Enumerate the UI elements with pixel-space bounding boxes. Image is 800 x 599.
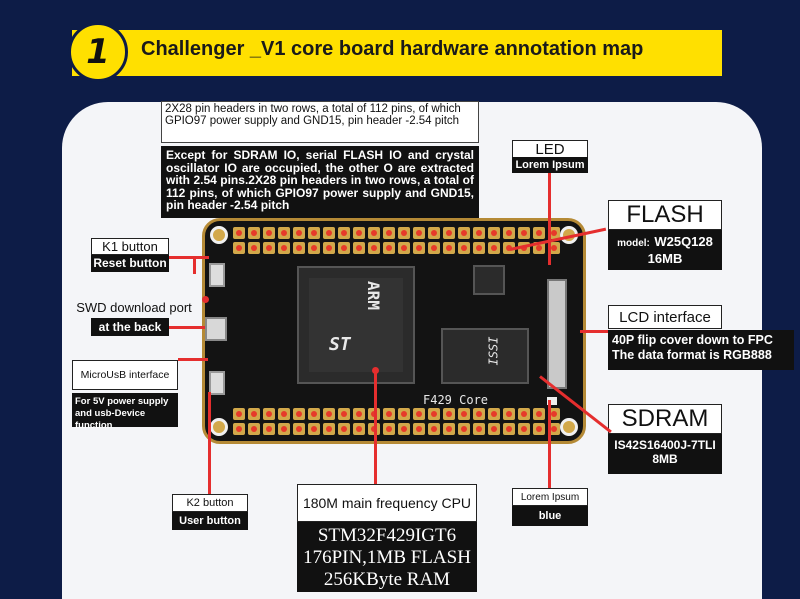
micro-usb-pointer — [178, 358, 208, 361]
led-title: LED — [512, 140, 588, 158]
top-header-row-2 — [233, 242, 560, 254]
flash-model-prefix: model: — [617, 238, 650, 249]
core-board: ARM ST ISSI F429 Core — [202, 218, 586, 444]
cpu-title: 180M main frequency CPU — [297, 484, 477, 522]
cpu-chip: ARM ST — [297, 266, 415, 384]
board-silk-name: F429 Core — [423, 393, 489, 407]
cpu-line1: STM32F429IGT6 — [317, 525, 457, 546]
st-logo: ST — [329, 334, 351, 355]
bottom-header-row-1 — [233, 408, 560, 420]
lcd-details: 40P flip cover down to FPC The data form… — [608, 330, 794, 370]
pin-header-title: 2X28 pin headers in two rows, a total of… — [161, 101, 479, 143]
flash-chip — [473, 265, 505, 295]
lcd-title: LCD interface — [608, 305, 722, 329]
blue-led-component — [547, 397, 557, 405]
k1-switch[interactable] — [209, 263, 225, 287]
mount-hole — [210, 226, 228, 244]
k2-pointer — [208, 392, 211, 494]
mount-hole — [210, 418, 228, 436]
sdram-brand: ISSI — [486, 336, 501, 366]
k1-pointer-v — [193, 256, 196, 274]
fpc-connector — [547, 279, 567, 389]
sdram-title: SDRAM — [608, 404, 722, 434]
k2-switch[interactable] — [209, 371, 225, 395]
title-banner — [72, 30, 722, 76]
sdram-chip: ISSI — [441, 328, 529, 384]
k1-subtitle: Reset button — [91, 255, 169, 272]
cpu-pointer — [374, 370, 377, 484]
micro-usb-port[interactable] — [205, 317, 227, 341]
k2-title: K2 button — [172, 494, 248, 512]
bottom-header-row-2 — [233, 423, 560, 435]
sdram-details: IS42S16400J-7TLI 8MB — [608, 434, 722, 474]
cpu-line2: 176PIN,1MB FLASH — [303, 547, 471, 568]
swd-pointer — [169, 326, 205, 329]
blue-led-pointer — [548, 400, 551, 488]
step-number: 1 — [86, 32, 110, 72]
blue-led-subtitle: blue — [512, 506, 588, 526]
sdram-model: IS42S16400J-7TLI — [614, 438, 716, 452]
k1-title: K1 button — [91, 238, 169, 255]
sdram-size: 8MB — [652, 452, 678, 466]
flash-model: W25Q128 — [654, 234, 713, 249]
cpu-brand: ARM — [363, 281, 383, 310]
lcd-line2: The data format is RGB888 — [612, 348, 772, 362]
cpu-dot — [372, 367, 379, 374]
k1-pointer-h — [169, 256, 209, 259]
micro-usb-subtitle: For 5V power supply and usb-Device funct… — [72, 393, 178, 431]
swd-title: SWD download port — [76, 300, 192, 315]
cpu-line3: 256KByte RAM — [323, 569, 451, 590]
flash-title: FLASH — [608, 200, 722, 230]
step-badge: 1 — [68, 22, 128, 82]
swd-subtitle: at the back — [91, 318, 169, 336]
led-pointer — [548, 173, 551, 265]
swd-dot — [202, 296, 209, 303]
pin-header-description: Except for SDRAM IO, serial FLASH IO and… — [161, 146, 479, 218]
top-header-row-1 — [233, 227, 560, 239]
flash-size: 16MB — [647, 251, 683, 266]
lcd-pointer — [580, 330, 608, 333]
mount-hole — [560, 418, 578, 436]
micro-usb-title: MicroUsB interface — [72, 360, 178, 390]
led-subtitle: Lorem Ipsum — [512, 157, 588, 173]
cpu-details: STM32F429IGT6 176PIN,1MB FLASH 256KByte … — [297, 522, 477, 592]
page-title: Challenger _V1 core board hardware annot… — [141, 38, 644, 60]
lcd-line1: 40P flip cover down to FPC — [612, 333, 773, 347]
blue-led-title: Lorem Ipsum — [512, 488, 588, 506]
k2-subtitle: User button — [172, 512, 248, 530]
flash-details: model: W25Q128 16MB — [608, 230, 722, 270]
